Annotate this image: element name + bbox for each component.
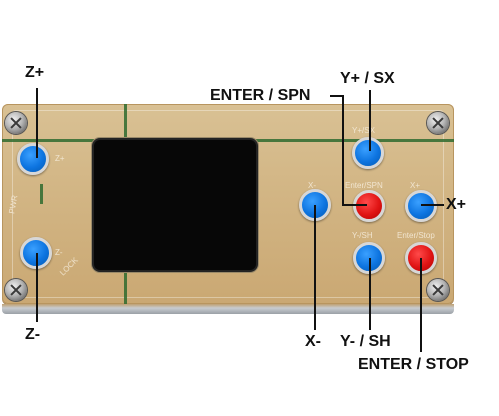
label-x-minus: X-	[305, 333, 321, 350]
z-plus-button[interactable]	[17, 143, 49, 175]
phillips-screw-icon	[427, 112, 449, 134]
silk-z-plus: Z+	[55, 154, 65, 163]
silk-y-minus: Y-/SH	[352, 231, 373, 240]
silk-y-plus: Y+/SX	[352, 126, 375, 135]
silk-enter-stop: Enter/Stop	[397, 231, 435, 240]
pcb-trace	[124, 104, 127, 140]
label-x-plus: X+	[446, 196, 467, 213]
y-minus-sh-button[interactable]	[353, 242, 385, 274]
enter-stop-button[interactable]	[405, 242, 437, 274]
x-plus-button[interactable]	[405, 190, 437, 222]
phillips-screw-icon	[427, 279, 449, 301]
silk-x-plus: X+	[410, 181, 421, 190]
silk-enter-spn: Enter/SPN	[345, 181, 383, 190]
label-enter-stop: ENTER / STOP	[358, 356, 469, 373]
pcb-trace	[124, 270, 127, 304]
label-z-plus: Z+	[25, 64, 45, 81]
lcd-screen	[94, 140, 256, 270]
y-plus-sx-button[interactable]	[352, 137, 384, 169]
board-bottom-edge	[2, 304, 454, 314]
phillips-screw-icon	[5, 112, 27, 134]
silk-z-minus: Z-	[55, 248, 63, 257]
pcb-trace	[2, 139, 94, 142]
enter-spn-button[interactable]	[353, 190, 385, 222]
phillips-screw-icon	[5, 279, 27, 301]
pcb-trace	[40, 184, 43, 204]
silk-x-minus: X-	[308, 181, 316, 190]
label-z-minus: Z-	[25, 326, 41, 343]
label-y-plus-sx: Y+ / SX	[340, 70, 395, 87]
z-minus-button[interactable]	[20, 237, 52, 269]
label-enter-spn: ENTER / SPN	[210, 87, 311, 104]
label-y-minus-sh: Y- / SH	[340, 333, 391, 350]
x-minus-button[interactable]	[299, 189, 331, 221]
